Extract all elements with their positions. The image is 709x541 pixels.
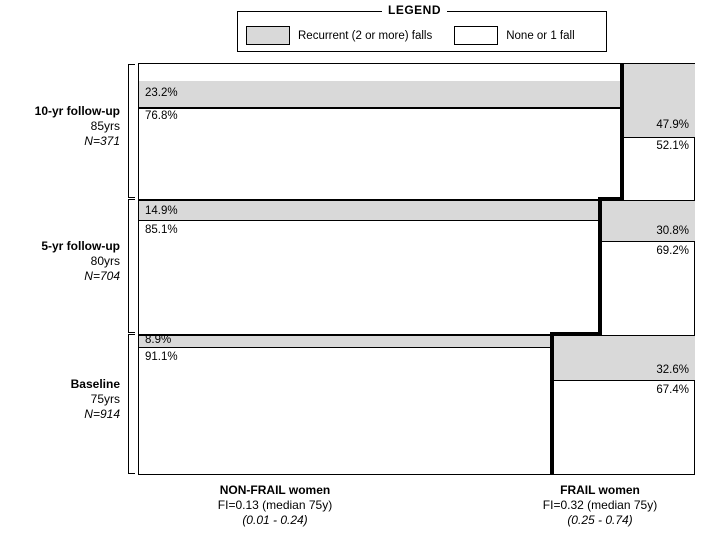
x-label-nonfrail: NON-FRAIL women FI=0.13 (median 75y) (0.… [100, 483, 450, 528]
x-label-frail-range: (0.25 - 0.74) [567, 513, 633, 527]
label-baseline-frail-none: 67.4% [656, 384, 689, 396]
panel-separator-10-5 [139, 199, 599, 200]
y-label-baseline-age: 75yrs [90, 392, 120, 406]
legend-label-recurrent: Recurrent (2 or more) falls [298, 29, 433, 42]
label-10yr-nonfrail-none: 76.8% [145, 110, 178, 122]
y-label-10yr-name: 10-yr follow-up [34, 104, 120, 118]
label-baseline-frail-recurrent: 32.6% [656, 364, 689, 376]
divider-10yr [620, 64, 624, 200]
y-label-10yr-age: 85yrs [90, 119, 120, 133]
step-connector-10-5 [598, 197, 624, 201]
legend-title: LEGEND [382, 3, 448, 17]
x-label-frail: FRAIL women FI=0.32 (median 75y) (0.25 -… [495, 483, 705, 528]
divider-5yr [598, 197, 602, 335]
label-baseline-nonfrail-none: 91.1% [145, 351, 178, 363]
y-bracket-10yr [128, 64, 135, 198]
bar-10yr-nonfrail-recurrent [139, 81, 623, 108]
y-label-10yr: 10-yr follow-up 85yrs N=371 [0, 104, 120, 149]
label-10yr-nonfrail-recurrent: 23.2% [145, 87, 178, 99]
legend-label-none: None or 1 fall [506, 29, 575, 42]
x-label-frail-fi: FI=0.32 (median 75y) [542, 498, 658, 512]
divider-baseline [550, 332, 554, 474]
bar-5yr-frail-recurrent [601, 200, 695, 242]
y-label-baseline-name: Baseline [70, 377, 120, 391]
label-10yr-frail-recurrent: 47.9% [656, 119, 689, 131]
bar-5yr-nonfrail-recurrent [139, 200, 601, 221]
y-label-10yr-n: N=371 [84, 134, 120, 148]
plot-area: 23.2% 76.8% 47.9% 52.1% 14.9% 85.1% 30.8… [138, 63, 695, 475]
x-label-frail-name: FRAIL women [560, 483, 640, 497]
step-connector-5-baseline [550, 332, 602, 336]
y-label-baseline: Baseline 75yrs N=914 [0, 377, 120, 422]
legend-items: Recurrent (2 or more) falls None or 1 fa… [246, 26, 597, 45]
panel-separator-5-baseline [139, 334, 551, 335]
bar-baseline-nonfrail-recurrent [139, 335, 553, 348]
label-5yr-nonfrail-recurrent: 14.9% [145, 205, 178, 217]
x-label-nonfrail-name: NON-FRAIL women [219, 483, 331, 497]
x-label-nonfrail-fi: FI=0.13 (median 75y) [217, 498, 333, 512]
label-10yr-frail-none: 52.1% [656, 140, 689, 152]
y-label-baseline-n: N=914 [84, 407, 120, 421]
label-5yr-frail-none: 69.2% [656, 245, 689, 257]
y-label-5yr-age: 80yrs [90, 254, 120, 268]
label-5yr-nonfrail-none: 85.1% [145, 224, 178, 236]
bar-10yr-nonfrail-none-divider [139, 108, 623, 109]
label-baseline-nonfrail-recurrent: 8.9% [145, 334, 172, 346]
bar-baseline-frail-recurrent [553, 335, 695, 381]
legend-swatch-none [454, 26, 499, 45]
y-bracket-5yr [128, 199, 135, 333]
y-bracket-baseline [128, 334, 135, 474]
y-label-5yr-n: N=704 [84, 269, 120, 283]
y-label-5yr-name: 5-yr follow-up [41, 239, 120, 253]
x-label-nonfrail-range: (0.01 - 0.24) [242, 513, 308, 527]
bar-10yr-frail-recurrent [623, 64, 695, 138]
label-5yr-frail-recurrent: 30.8% [656, 225, 689, 237]
legend-swatch-recurrent [246, 26, 290, 45]
y-label-5yr: 5-yr follow-up 80yrs N=704 [0, 239, 120, 284]
